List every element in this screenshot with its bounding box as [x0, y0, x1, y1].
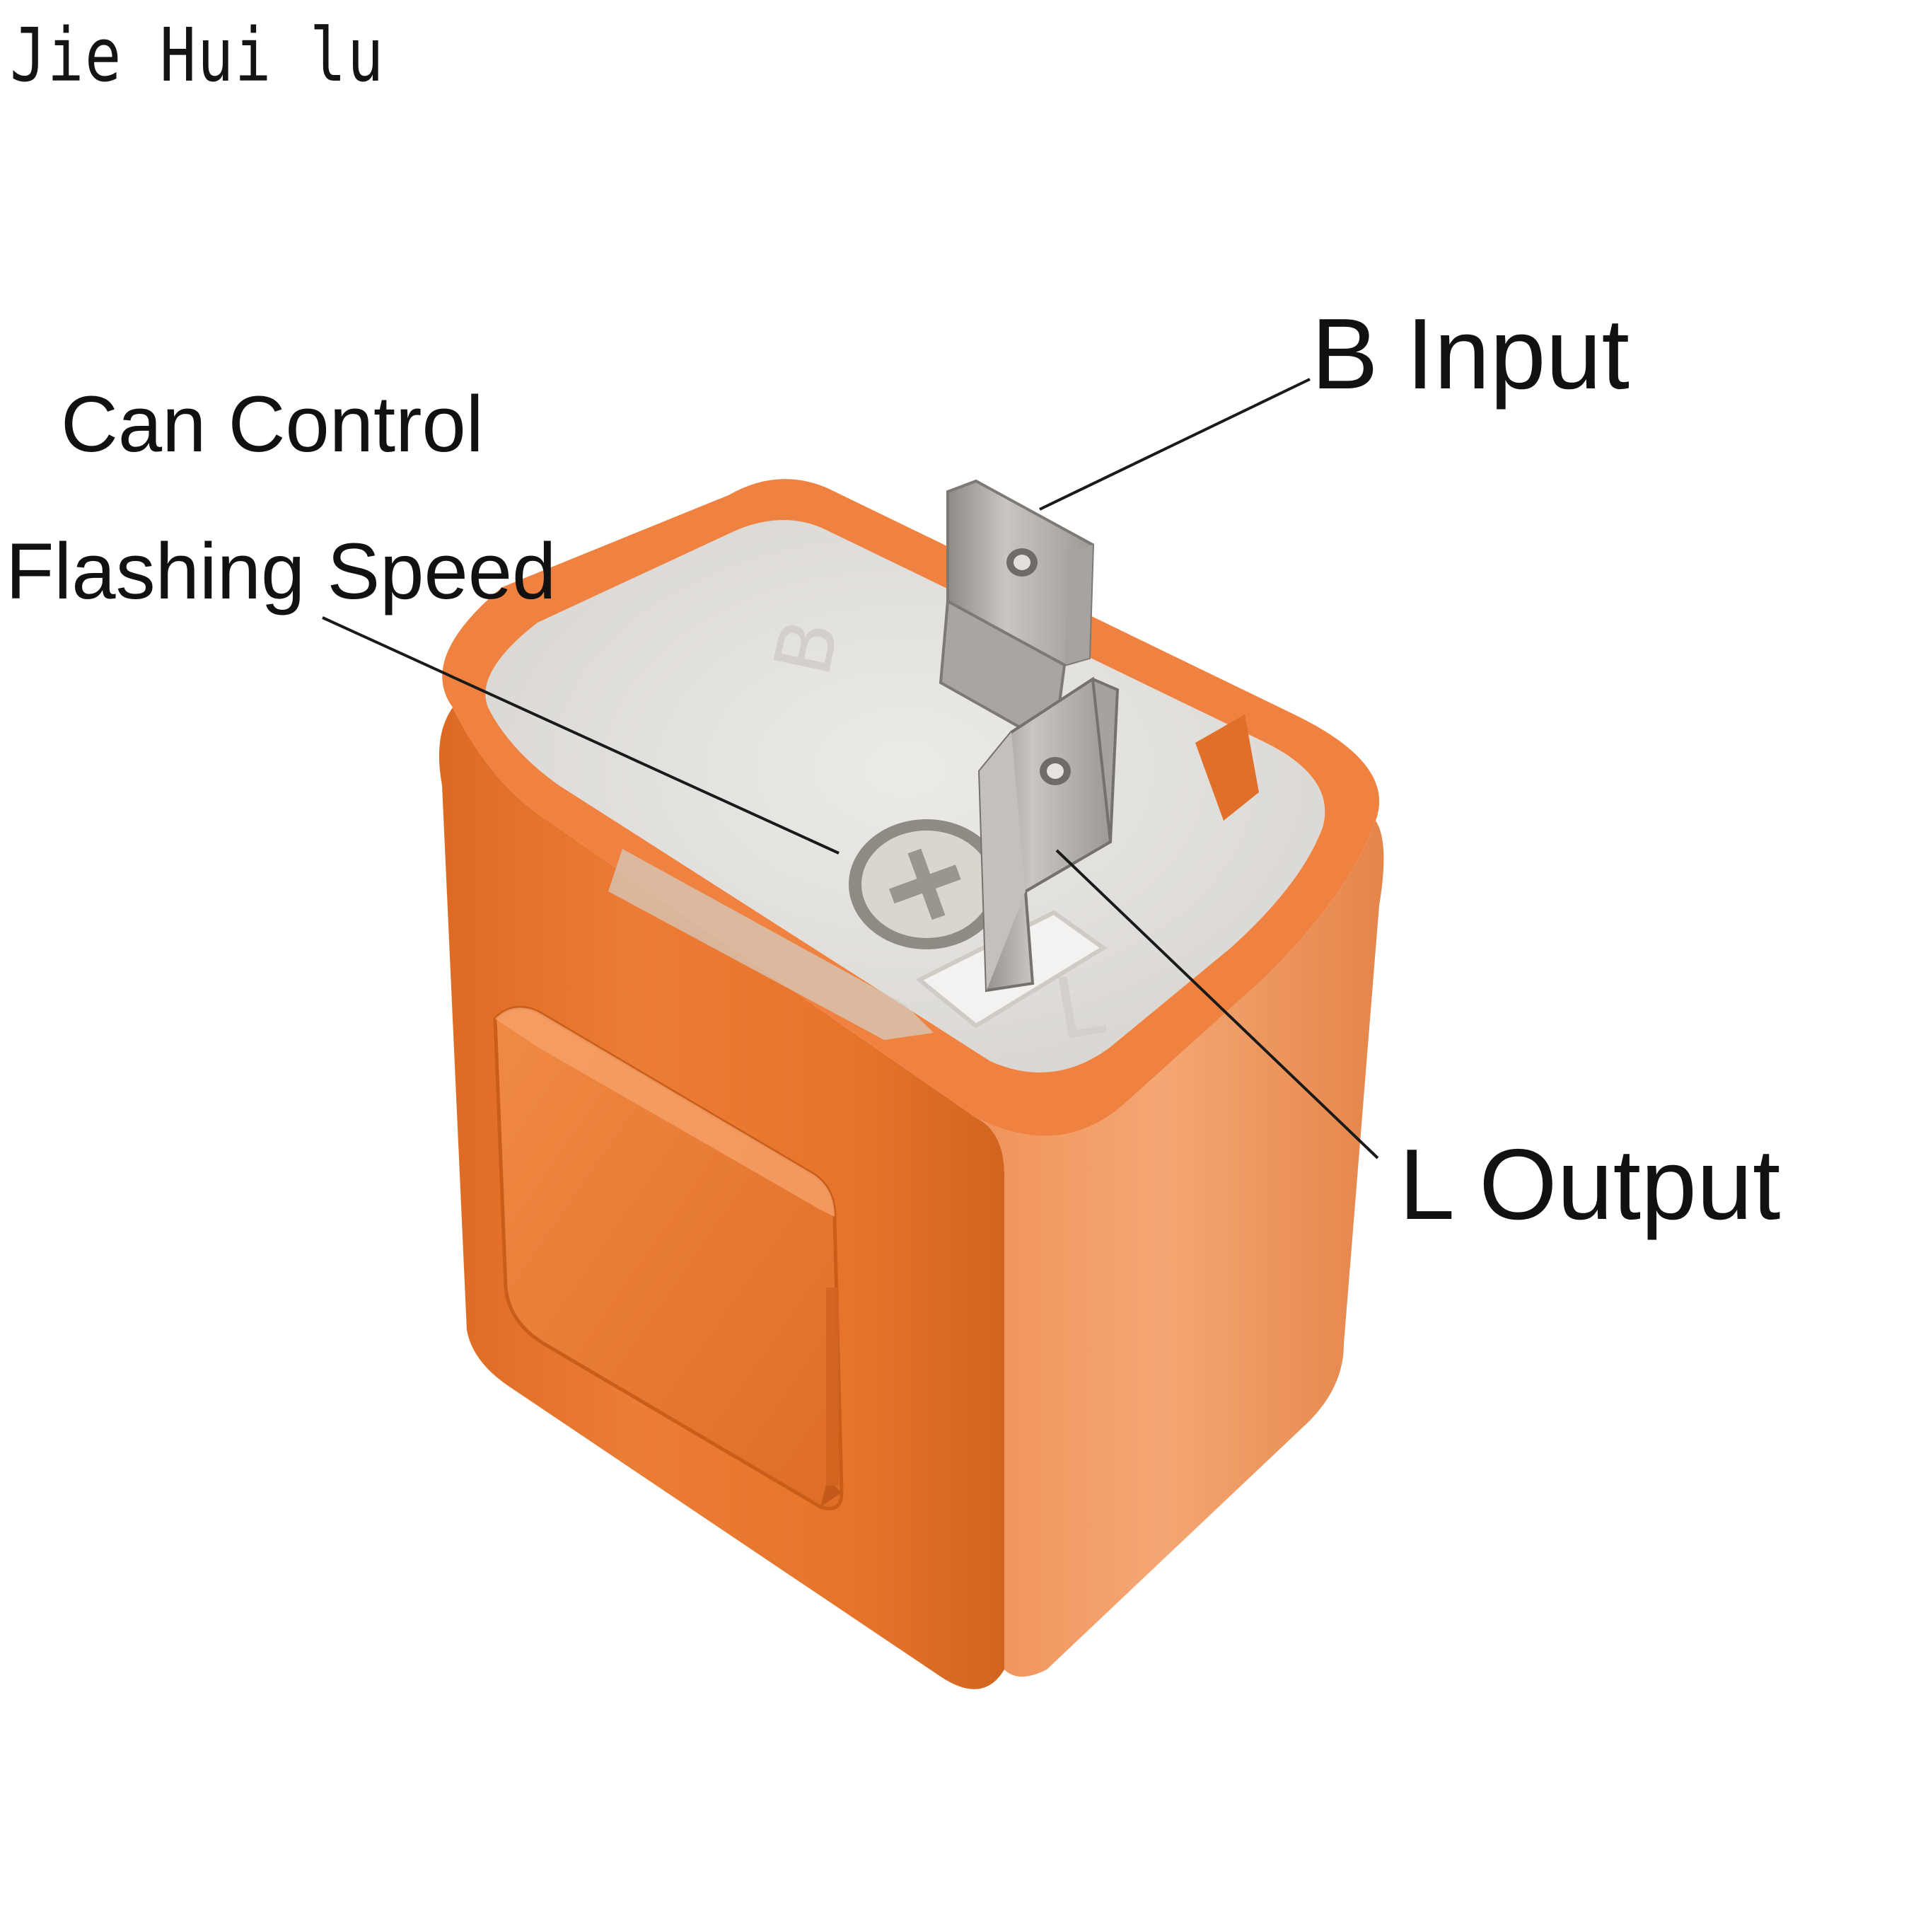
b-input-label: B Input: [1311, 298, 1630, 410]
l-terminal-icon: [977, 676, 1120, 993]
potting-compound-top: [485, 520, 1325, 1072]
housing-right-face: [976, 821, 1384, 1677]
potting-groove: [608, 849, 934, 1040]
brand-watermark: Jie Hui lu: [10, 12, 385, 98]
l-output-leader: [1055, 849, 1379, 1159]
leader-lines: [322, 378, 1379, 1159]
flashing-speed-label: Flashing Speed: [6, 527, 557, 615]
flashing-speed-leader: [322, 616, 840, 855]
can-control-label: Can Control: [61, 380, 484, 468]
speed-adjust-knob-icon: [849, 819, 1004, 949]
b-input-leader: [1039, 378, 1311, 511]
housing-recess: [1195, 715, 1259, 821]
mounting-clip: [493, 1005, 844, 1510]
l-output-label: L Output: [1399, 1128, 1781, 1241]
